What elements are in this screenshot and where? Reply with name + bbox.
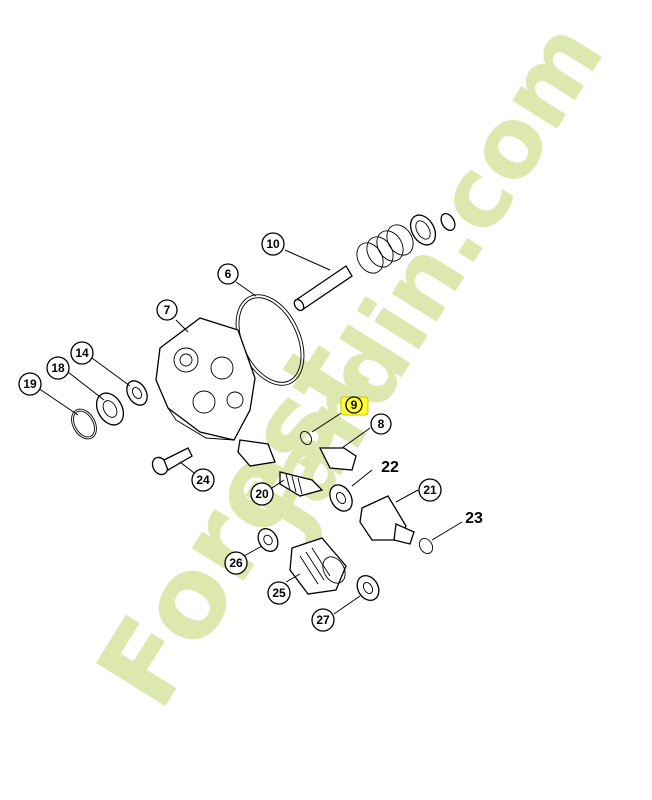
svg-text:27: 27 xyxy=(316,613,330,627)
threaded-nipple-part xyxy=(271,471,324,497)
fitting-part xyxy=(359,489,419,545)
label-22[interactable]: 22 xyxy=(381,459,399,476)
valve-plug-part xyxy=(318,427,371,471)
valve-cage-part xyxy=(409,212,456,246)
pin-part xyxy=(284,249,353,312)
nut-part xyxy=(285,537,347,595)
svg-text:21: 21 xyxy=(423,483,437,497)
svg-text:10: 10 xyxy=(266,237,280,251)
washer-26-part xyxy=(243,528,279,557)
svg-text:19: 19 xyxy=(23,377,37,391)
svg-text:25: 25 xyxy=(272,586,286,600)
callout-9-highlighted[interactable]: 9 xyxy=(340,396,369,416)
o-ring-23-part xyxy=(418,521,463,554)
svg-text:22: 22 xyxy=(381,459,399,476)
svg-text:7: 7 xyxy=(164,303,171,317)
svg-text:6: 6 xyxy=(225,267,232,281)
washer-22-part xyxy=(329,469,373,512)
callout-8[interactable]: 8 xyxy=(370,413,392,435)
callout-25[interactable]: 25 xyxy=(267,581,291,605)
svg-text:9: 9 xyxy=(351,398,358,412)
svg-text:26: 26 xyxy=(229,556,243,570)
callout-20[interactable]: 20 xyxy=(250,482,274,506)
callout-21[interactable]: 21 xyxy=(418,478,442,502)
pump-head-part xyxy=(155,317,276,467)
callout-18[interactable]: 18 xyxy=(46,356,70,380)
svg-text:24: 24 xyxy=(196,473,210,487)
callout-6[interactable]: 6 xyxy=(217,263,239,285)
callout-14[interactable]: 14 xyxy=(70,341,94,365)
callout-27[interactable]: 27 xyxy=(311,608,335,632)
callout-7[interactable]: 7 xyxy=(156,299,178,321)
spring-part xyxy=(356,224,414,274)
washer-27-part xyxy=(333,575,380,615)
svg-text:8: 8 xyxy=(378,417,385,431)
svg-text:14: 14 xyxy=(75,346,89,360)
watermark: Forest Jardin.com xyxy=(73,3,626,729)
screw-part xyxy=(151,447,199,477)
label-23[interactable]: 23 xyxy=(465,510,483,527)
svg-text:23: 23 xyxy=(465,510,483,527)
callout-26[interactable]: 26 xyxy=(224,551,248,575)
svg-text:20: 20 xyxy=(255,487,269,501)
callout-24[interactable]: 24 xyxy=(191,468,215,492)
callout-19[interactable]: 19 xyxy=(18,372,42,396)
seal-stack-part xyxy=(37,357,148,440)
small-o-ring-part xyxy=(299,409,347,446)
svg-text:18: 18 xyxy=(51,361,65,375)
callout-10[interactable]: 10 xyxy=(261,232,285,256)
